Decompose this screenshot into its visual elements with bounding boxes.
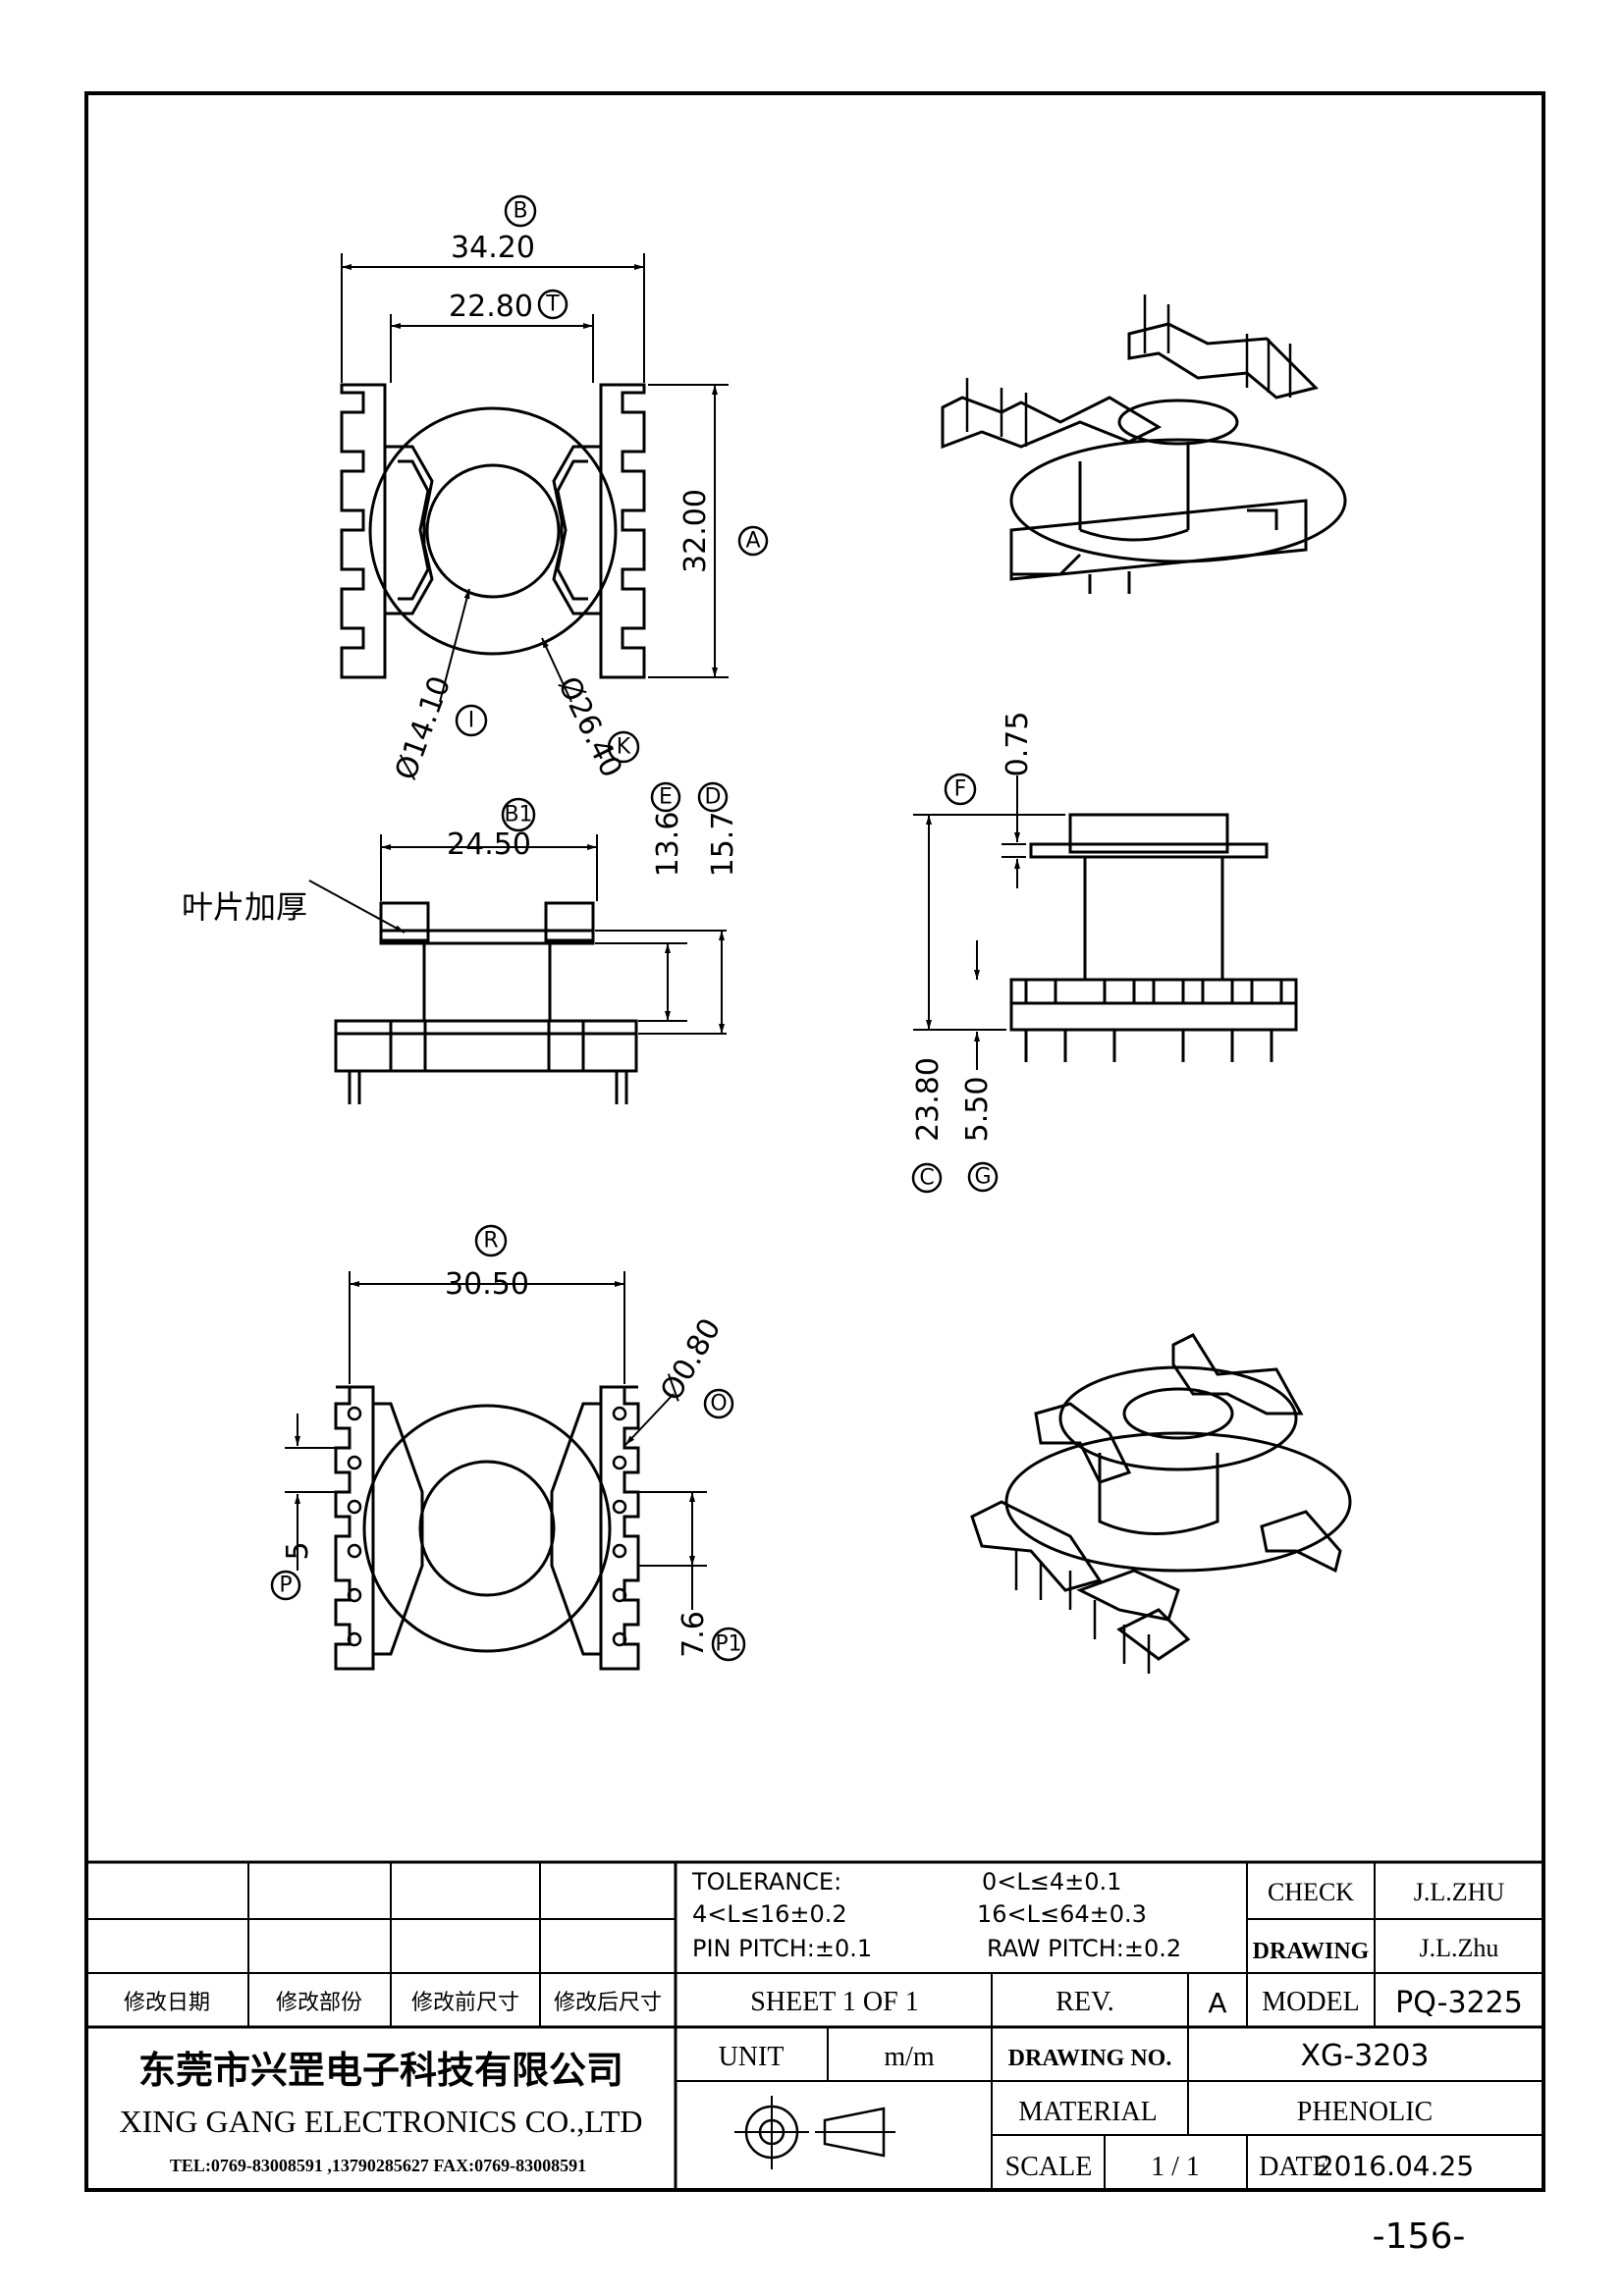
callout-b: B bbox=[504, 194, 537, 228]
title-block-text: 修改日期 修改部份 修改前尺寸 修改后尺寸 TOLERANCE: 0<L≤4±0… bbox=[119, 1868, 1522, 2182]
iso-view-top bbox=[941, 294, 1347, 594]
date-value: 2016.04.25 bbox=[1317, 2150, 1474, 2182]
bottom-view bbox=[334, 1385, 640, 1671]
iso-view-bottom bbox=[970, 1333, 1352, 1674]
material-value: PHENOLIC bbox=[1297, 2097, 1433, 2127]
scale-value: 1 / 1 bbox=[1151, 2152, 1200, 2182]
rev-header-after: 修改后尺寸 bbox=[554, 1990, 662, 2014]
svg-text:F: F bbox=[954, 777, 967, 802]
dim-dia-k: Ø26.40 bbox=[551, 671, 628, 783]
callout-o: O bbox=[703, 1388, 734, 1419]
svg-text:G: G bbox=[974, 1165, 991, 1190]
dim-pitch-p: 5 bbox=[281, 1541, 315, 1560]
dim-pitch-p1: 7.6 bbox=[677, 1611, 711, 1658]
dim-height-a: 32.00 bbox=[678, 489, 713, 573]
date-label: DATE bbox=[1259, 2152, 1329, 2182]
callout-g: G bbox=[967, 1161, 999, 1193]
callout-r: R bbox=[474, 1224, 508, 1257]
sheet-count: SHEET 1 OF 1 bbox=[750, 1987, 918, 2017]
svg-text:O: O bbox=[710, 1392, 727, 1416]
dim-top-width-inner: 22.80 bbox=[449, 290, 533, 324]
scale-label: SCALE bbox=[1005, 2152, 1093, 2182]
side-view bbox=[334, 901, 638, 1104]
callout-p1: P1 bbox=[711, 1627, 746, 1662]
callout-f: F bbox=[944, 773, 977, 806]
svg-text:A: A bbox=[745, 529, 760, 554]
top-view bbox=[340, 383, 646, 679]
raw-pitch: RAW PITCH:±0.2 bbox=[987, 1935, 1181, 1962]
drawing-value: J.L.Zhu bbox=[1420, 1934, 1499, 1962]
rev-label: REV. bbox=[1056, 1987, 1113, 2017]
company-name-cn: 东莞市兴罡电子科技有限公司 bbox=[138, 2051, 623, 2092]
svg-text:P: P bbox=[279, 1574, 292, 1598]
callout-a: A bbox=[737, 525, 769, 557]
callout-d: D bbox=[697, 781, 729, 813]
leaf-note: 叶片加厚 bbox=[182, 888, 307, 926]
bottom-view-dims bbox=[285, 1271, 707, 1610]
check-value: J.L.ZHU bbox=[1414, 1878, 1505, 1906]
dim-side-height-e: 13.6 bbox=[651, 812, 685, 878]
svg-text:K: K bbox=[617, 735, 631, 760]
unit-value: m/m bbox=[884, 2042, 935, 2072]
svg-text:E: E bbox=[659, 785, 673, 810]
svg-text:P1: P1 bbox=[715, 1632, 741, 1657]
dim-side-width-b1: 24.50 bbox=[447, 828, 531, 862]
rev-header-part: 修改部份 bbox=[276, 1990, 362, 2014]
side-view-dims bbox=[308, 834, 727, 1035]
callout-k: K bbox=[607, 730, 640, 764]
drawing-no-value: XG-3203 bbox=[1301, 2039, 1430, 2073]
callout-t: T bbox=[537, 289, 568, 320]
drawing-no-label: DRAWING NO. bbox=[1008, 2046, 1172, 2071]
sheet-border bbox=[84, 91, 1545, 2192]
svg-text:T: T bbox=[545, 293, 560, 317]
tolerance-1: 0<L≤4±0.1 bbox=[982, 1868, 1121, 1896]
svg-text:D: D bbox=[705, 785, 722, 810]
dim-pin-length-g: 5.50 bbox=[960, 1077, 995, 1143]
svg-text:B: B bbox=[513, 199, 527, 224]
pin-pitch: PIN PITCH:±0.1 bbox=[692, 1935, 872, 1962]
callouts: B T A I K B1 E D F C G R O P P1 bbox=[270, 194, 999, 1662]
material-label: MATERIAL bbox=[1018, 2097, 1158, 2127]
model-value: PQ-3225 bbox=[1395, 1986, 1523, 2020]
company-name-en: XING GANG ELECTRONICS CO.,LTD bbox=[119, 2104, 642, 2139]
dim-total-height-c: 23.80 bbox=[911, 1057, 946, 1142]
dim-dia-i: Ø14.10 bbox=[389, 671, 458, 784]
callout-e: E bbox=[650, 781, 681, 813]
svg-text:B1: B1 bbox=[504, 803, 532, 828]
rev-header-date: 修改日期 bbox=[124, 1990, 210, 2014]
callout-p: P bbox=[270, 1570, 301, 1601]
callout-b1: B1 bbox=[501, 797, 536, 832]
rev-value: A bbox=[1208, 1987, 1226, 2019]
top-view-dims bbox=[341, 253, 729, 703]
tolerance-label: TOLERANCE: bbox=[691, 1868, 841, 1896]
callout-i: I bbox=[455, 704, 488, 737]
model-label: MODEL bbox=[1262, 1987, 1360, 2017]
unit-label: UNIT bbox=[719, 2042, 785, 2072]
front-view-dims bbox=[913, 775, 1065, 1070]
dim-flange-f: 0.75 bbox=[1001, 712, 1035, 777]
title-block-grid bbox=[86, 1860, 1543, 2190]
check-label: CHECK bbox=[1268, 1878, 1354, 1906]
svg-text:R: R bbox=[483, 1229, 498, 1254]
tolerance-3: 16<L≤64±0.3 bbox=[977, 1900, 1147, 1928]
dim-side-height-d: 15.7 bbox=[706, 812, 740, 878]
tolerance-2: 4<L≤16±0.2 bbox=[692, 1900, 847, 1928]
dim-top-width-outer: 34.20 bbox=[451, 231, 535, 265]
drawing-label: DRAWING bbox=[1253, 1939, 1370, 1964]
rev-header-before: 修改前尺寸 bbox=[411, 1990, 519, 2014]
page-number: -156- bbox=[1373, 2216, 1466, 2257]
svg-text:C: C bbox=[919, 1166, 934, 1191]
callout-c: C bbox=[911, 1162, 943, 1194]
front-view bbox=[1009, 813, 1298, 1062]
dim-bottom-width-r: 30.50 bbox=[445, 1267, 529, 1302]
svg-text:I: I bbox=[468, 709, 475, 733]
company-contact: TEL:0769-83008591 ,13790285627 FAX:0769-… bbox=[170, 2156, 586, 2175]
